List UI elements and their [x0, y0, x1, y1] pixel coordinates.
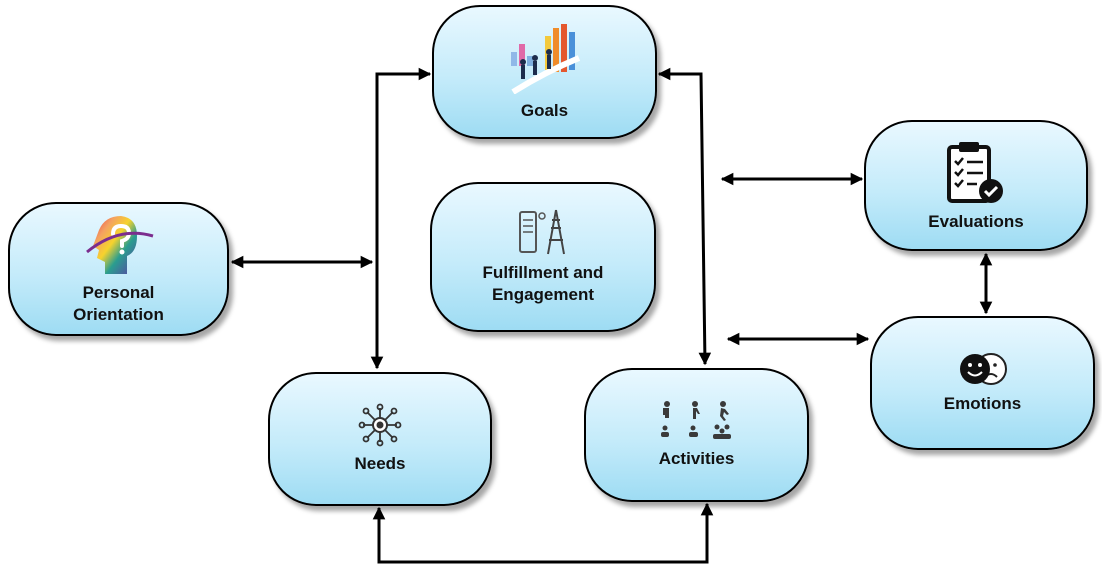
- arrow-needs-activities: [372, 502, 714, 564]
- node-activities[interactable]: Activities: [584, 368, 809, 502]
- node-label: Goals: [520, 101, 569, 120]
- node-label: Evaluations: [928, 211, 1024, 231]
- rainbow-head-question-mark-icon: [85, 216, 153, 274]
- people-activities-icon: [660, 401, 731, 439]
- clipboard-checklist-icon: [947, 141, 1003, 203]
- node-evaluations[interactable]: Evaluations: [864, 120, 1088, 251]
- node-goals[interactable]: Goals: [432, 5, 657, 139]
- mobile-device-and-tower-icon: [519, 209, 565, 255]
- network-hub-icon: [358, 403, 402, 447]
- arrow-goals-needs: [370, 67, 432, 370]
- happy-sad-faces-icon: [959, 353, 1007, 385]
- node-label: Needs: [354, 454, 406, 473]
- node-needs[interactable]: Needs: [268, 372, 492, 506]
- node-emotions[interactable]: Emotions: [870, 316, 1095, 450]
- node-label: Emotions: [943, 394, 1022, 413]
- node-label: Activities: [658, 449, 735, 468]
- people-climbing-bar-chart-icon: [510, 24, 580, 94]
- arrow-goals-activities: [657, 67, 712, 366]
